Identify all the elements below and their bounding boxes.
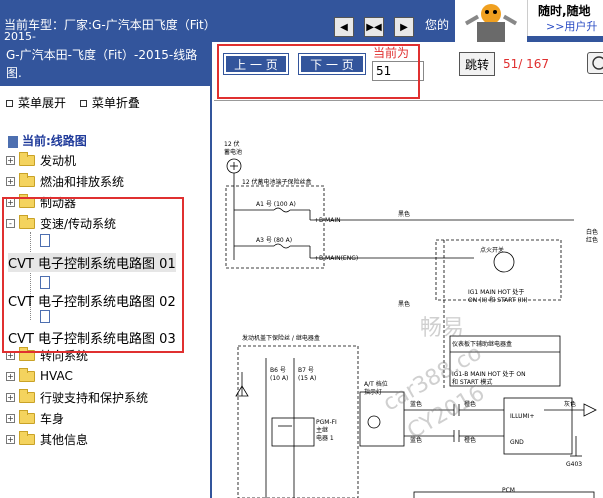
svg-text:蓄电池: 蓄电池 [224, 148, 242, 156]
leaf-cvt-02[interactable]: CVT 电子控制系统电路图 02 [8, 295, 176, 310]
welcome-message: 您的 [425, 18, 450, 32]
svg-text:ILLUMI+: ILLUMI+ [510, 413, 535, 420]
svg-text:A1 号 (100 A): A1 号 (100 A) [256, 201, 296, 208]
menu-controls: 菜单展开 菜单折叠 [6, 94, 150, 111]
current-car-wrap: 2015- [4, 30, 36, 43]
folder-icon [19, 388, 35, 403]
refresh-icon [592, 56, 603, 70]
leaf-cvt-01[interactable]: CVT 电子控制系统电路图 01 [8, 253, 176, 272]
svg-text:指示灯: 指示灯 [364, 388, 382, 396]
expand-all-button[interactable]: 菜单展开 [6, 96, 66, 110]
folder-icon [19, 151, 35, 166]
expand-icon[interactable]: + [6, 176, 15, 186]
promo-banner[interactable]: 随时,随地 >>用户升 [527, 0, 603, 36]
page-label: 当前为 [373, 46, 410, 60]
svg-text:灰色: 灰色 [564, 400, 576, 408]
tree-item-hvac[interactable]: +HVAC [6, 367, 73, 383]
svg-text:橙色: 橙色 [464, 400, 476, 408]
mascot-image [455, 0, 527, 42]
tree-header: 当前:线路图 [8, 132, 87, 149]
svg-text:B6 号: B6 号 [270, 367, 286, 374]
promo-upgrade-link[interactable]: >>用户升 [546, 20, 598, 33]
svg-text:和 START 模式: 和 START 模式 [452, 378, 492, 386]
svg-text:GND: GND [510, 439, 524, 446]
tree-item-driving-support[interactable]: +行驶支持和保护系统 [6, 388, 149, 405]
document-icon [40, 310, 50, 323]
collapse-icon[interactable]: - [6, 218, 15, 228]
collapse-all-button[interactable]: 菜单折叠 [79, 96, 140, 110]
svg-text:IG1 MAIN HOT 处于: IG1 MAIN HOT 处于 [468, 288, 524, 296]
svg-text:橙色: 橙色 [464, 436, 476, 444]
folder-icon [19, 367, 35, 382]
svg-text:12 伏: 12 伏 [224, 140, 240, 148]
svg-text:电器 1: 电器 1 [316, 434, 334, 442]
document-icon [40, 234, 50, 247]
refresh-button[interactable] [587, 52, 603, 74]
expand-icon[interactable]: + [6, 155, 15, 165]
current-car: 当前车型：厂家:G-广汽本田飞度（Fit） [4, 18, 216, 32]
svg-text:A/T 档位: A/T 档位 [364, 380, 388, 388]
promo-line: 随时,随地 [538, 4, 591, 18]
svg-text:PCM: PCM [502, 487, 515, 494]
folder-icon [19, 346, 35, 361]
svg-text:(10 A): (10 A) [270, 375, 288, 382]
wiring-diagram[interactable]: 12 伏 蓄电池 12 伏蓄电池端子保险丝盒 A1 号 (100 A) A3 号… [214, 100, 603, 498]
svg-text:(15 A): (15 A) [298, 375, 316, 382]
highlight-box-toolbar [217, 44, 420, 99]
expand-icon[interactable]: + [6, 434, 15, 444]
top-bar: 当前车型：厂家:G-广汽本田飞度（Fit） 2015- ◀ ▶◀ ▶ 您的 随时… [0, 0, 603, 42]
expand-icon[interactable]: + [6, 413, 15, 423]
tree-item-body[interactable]: +车身 [6, 409, 65, 426]
nav-middle-button[interactable]: ▶◀ [364, 17, 384, 37]
svg-text:红色: 红色 [586, 236, 598, 244]
folder-icon [19, 172, 35, 187]
svg-text:主继: 主继 [316, 426, 328, 434]
page-input[interactable] [372, 61, 424, 81]
expand-icon[interactable]: + [6, 371, 15, 381]
tree-connector [30, 232, 31, 320]
jump-button[interactable]: 跳转 [459, 52, 495, 76]
svg-text:ON (II) 和 START (III): ON (II) 和 START (III) [468, 296, 528, 304]
watermark: 畅易 [420, 316, 465, 341]
highlight-box-tree [2, 197, 184, 353]
document-icon [40, 276, 50, 289]
page-count: 51/ 167 [503, 57, 550, 71]
diagram-top-border [214, 100, 603, 101]
svg-text:黑色: 黑色 [398, 210, 410, 218]
panel-divider[interactable] [210, 42, 212, 498]
svg-text:蓝色: 蓝色 [410, 436, 422, 444]
nav-next-button[interactable]: ▶ [394, 17, 414, 37]
tree-item-transmission[interactable]: -变速/传动系统 [6, 214, 116, 232]
tree-item-other[interactable]: +其他信息 [6, 430, 89, 447]
wiring-diagram-canvas: 12 伏 蓄电池 12 伏蓄电池端子保险丝盒 A1 号 (100 A) A3 号… [224, 140, 598, 498]
next-page-button[interactable]: 下 一 页 [298, 53, 366, 75]
open-folder-icon [19, 214, 35, 229]
document-title: G-广汽本田-飞度（Fit）-2015-线路图. [0, 42, 210, 86]
svg-text:PGM-FI: PGM-FI [316, 419, 337, 426]
tree-item-brakes[interactable]: +制动器 [6, 193, 77, 210]
folder-icon [19, 409, 35, 424]
svg-text:G403: G403 [566, 461, 582, 468]
folder-icon [19, 430, 35, 445]
nav-first-button[interactable]: ◀ [334, 17, 354, 37]
svg-text:蓝色: 蓝色 [410, 400, 422, 408]
svg-text:黑色: 黑色 [398, 300, 410, 308]
svg-text:+B MAIN: +B MAIN [314, 217, 341, 224]
svg-text:12 伏蓄电池端子保险丝盒: 12 伏蓄电池端子保险丝盒 [242, 178, 312, 186]
svg-text:发动机盖下保险丝 / 继电器盒: 发动机盖下保险丝 / 继电器盒 [242, 334, 320, 342]
svg-text:白色: 白色 [586, 228, 598, 236]
tree-item-engine[interactable]: +发动机 [6, 151, 77, 168]
leaf-cvt-03[interactable]: CVT 电子控制系统电路图 03 [8, 332, 176, 347]
book-icon [8, 135, 18, 148]
svg-text:点火开关: 点火开关 [480, 246, 504, 254]
expand-icon[interactable]: + [6, 392, 15, 402]
svg-text:+B MAIN(ENG): +B MAIN(ENG) [314, 255, 358, 262]
svg-text:IG1-B MAIN HOT 处于 ON: IG1-B MAIN HOT 处于 ON [452, 370, 526, 378]
svg-text:B7 号: B7 号 [298, 367, 314, 374]
tree-item-fuel[interactable]: +燃油和排放系统 [6, 172, 125, 189]
prev-page-button[interactable]: 上 一 页 [223, 53, 289, 75]
svg-text:A3 号 (80 A): A3 号 (80 A) [256, 237, 292, 244]
svg-text:仪表板下辅助继电器盒: 仪表板下辅助继电器盒 [452, 340, 512, 348]
